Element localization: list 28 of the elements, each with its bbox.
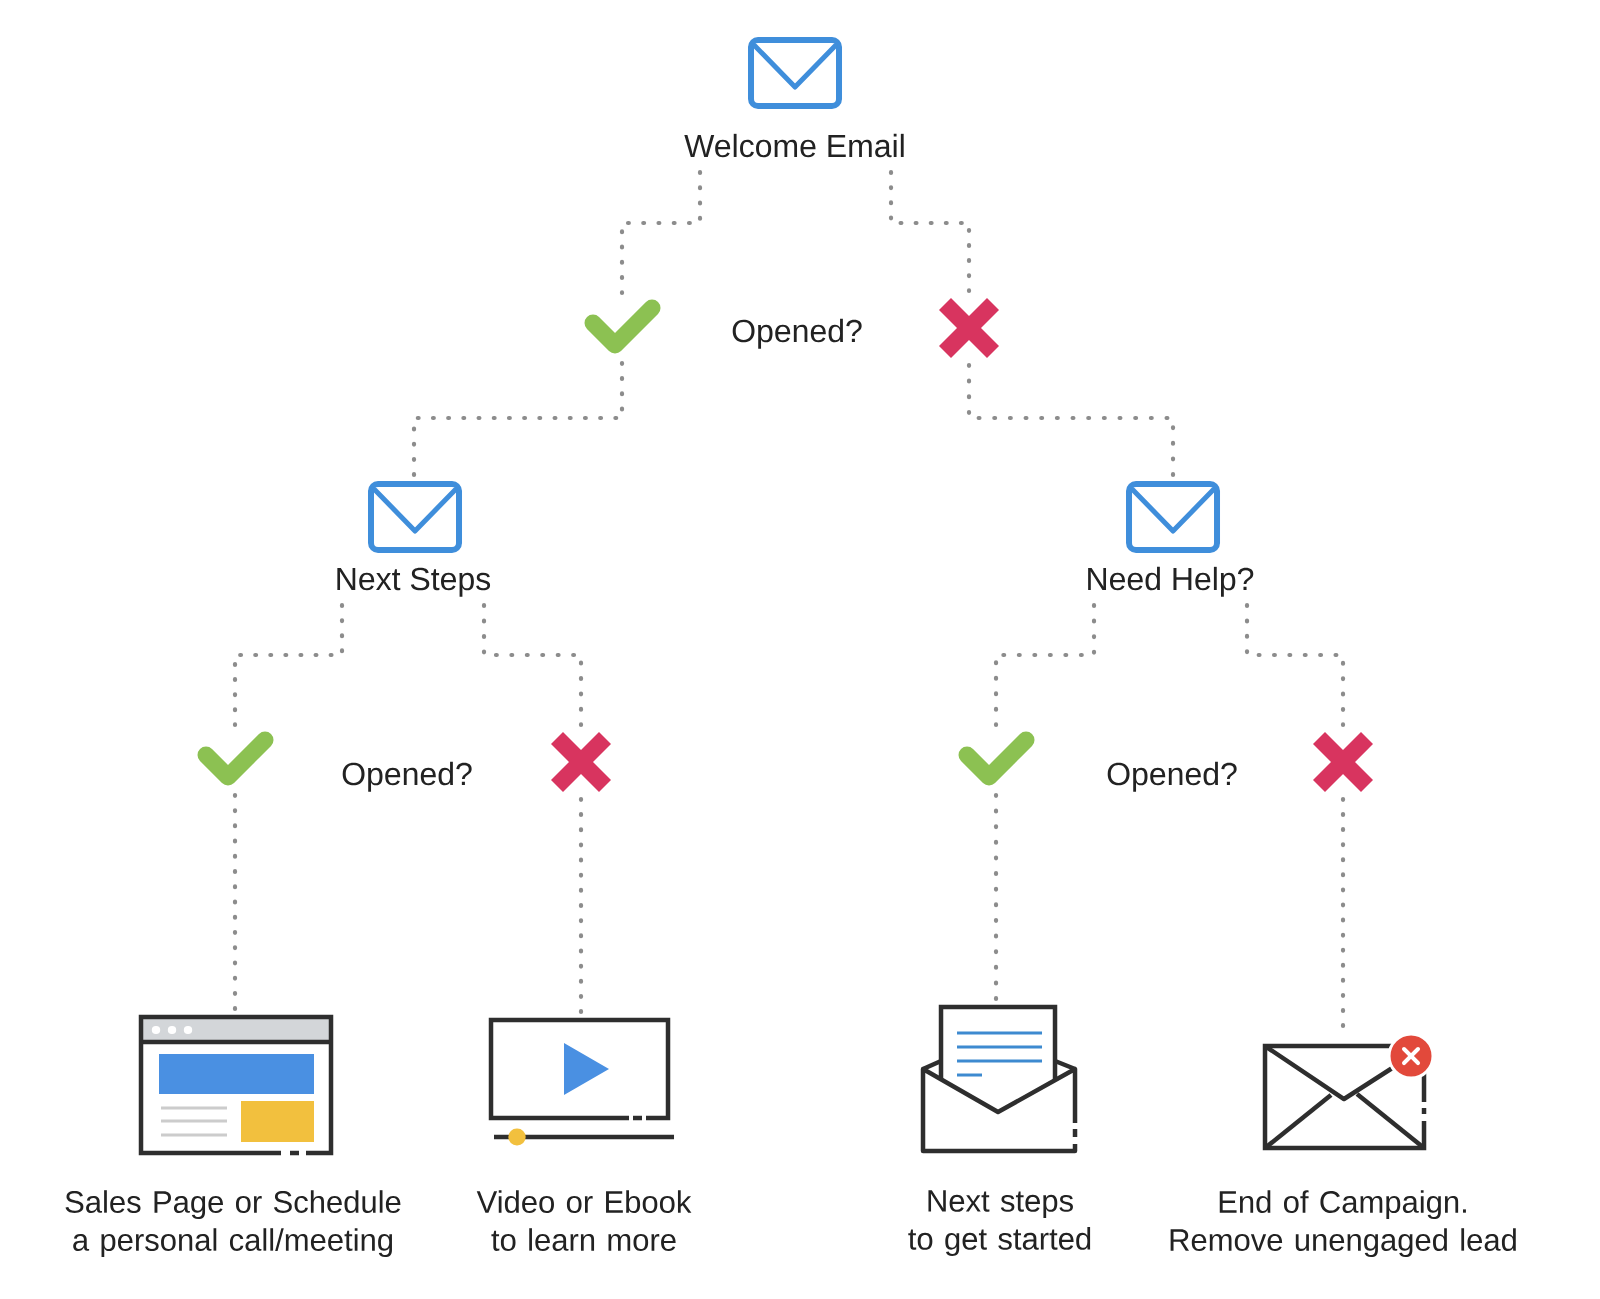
dotted-connector <box>888 170 972 294</box>
question-label: Opened? <box>1107 761 1237 792</box>
outcome-caption: Video or Ebook to learn more <box>476 1190 692 1251</box>
outcome-caption: Next steps to get started <box>908 1190 1091 1256</box>
dotted-connector <box>619 170 703 296</box>
dotted-connector <box>411 360 625 478</box>
dotted-connector <box>578 796 584 1015</box>
outcome-caption: End of Campaign. Remove unengaged lead <box>1170 1190 1516 1258</box>
dotted-connector <box>966 362 1176 478</box>
step-label: Next Steps <box>337 567 491 597</box>
dotted-connector <box>232 792 238 1012</box>
dotted-connector <box>993 603 1097 728</box>
cross-icon <box>551 732 612 793</box>
check-icon <box>584 299 661 354</box>
dotted-connector <box>1340 796 1346 1029</box>
outcome-caption: Sales Page or Schedule a personal call/meeting <box>65 1190 401 1258</box>
step-label: Welcome Email <box>684 133 904 158</box>
dotted-connector <box>481 603 584 728</box>
dotted-connector <box>1244 603 1346 728</box>
cross-icon <box>1313 732 1374 793</box>
check-icon <box>197 731 274 786</box>
check-icon <box>958 731 1035 786</box>
step-label: Need Help? <box>1088 566 1254 597</box>
question-label: Opened? <box>732 318 862 349</box>
dotted-connector <box>232 603 345 728</box>
cross-icon <box>939 298 1000 359</box>
dotted-connector <box>993 792 999 1002</box>
question-label: Opened? <box>342 761 472 792</box>
